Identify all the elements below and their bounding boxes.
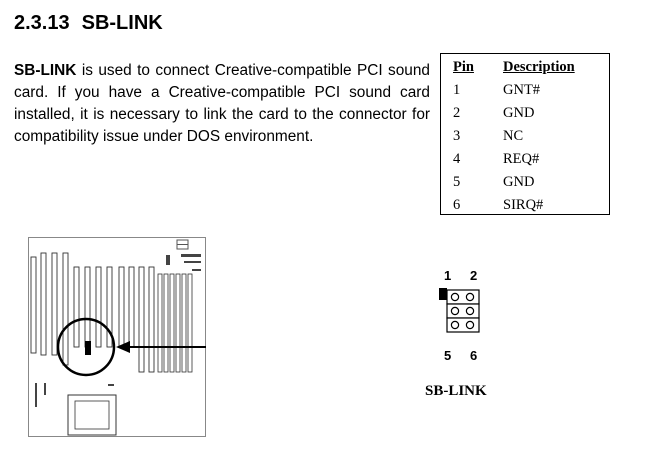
intro-text: is used to connect Creative-compatible P… — [14, 62, 430, 145]
description-cell: NC — [503, 128, 524, 144]
pin-label-6: 6 — [470, 348, 478, 363]
pin-cell: 2 — [453, 105, 461, 121]
pin-label-2: 2 — [470, 268, 478, 283]
table-row: 3 NC — [441, 128, 609, 151]
table-row: 5 GND — [441, 174, 609, 197]
pin-cell: 6 — [453, 197, 461, 213]
table-row: 4 REQ# — [441, 151, 609, 174]
sb-link-connector: 1 2 5 6 — [430, 268, 500, 368]
pin-cell: 4 — [453, 151, 461, 167]
description-cell: REQ# — [503, 151, 540, 167]
section-name: SB-LINK — [81, 12, 163, 34]
description-cell: GND — [503, 174, 535, 190]
description-header: Description — [503, 59, 575, 75]
pin-cell: 5 — [453, 174, 461, 190]
arrow-head-icon — [116, 341, 130, 353]
pin-label-5: 5 — [444, 348, 452, 363]
table-row: 1 GNT# — [441, 82, 609, 105]
jumper-header-icon — [439, 288, 480, 333]
pin-cell: 3 — [453, 128, 461, 144]
intro-paragraph: SB-LINK is used to connect Creative-comp… — [14, 60, 430, 148]
expansion-slots — [30, 252, 155, 373]
table-row: 6 SIRQ# — [441, 197, 609, 220]
motherboard-diagram — [28, 237, 206, 437]
table-row: 2 GND — [441, 105, 609, 128]
pin-header: Pin — [453, 59, 474, 75]
intro-bold-term: SB-LINK — [14, 62, 77, 79]
board-components — [35, 254, 201, 407]
memory-slots — [157, 273, 193, 373]
location-circle — [56, 317, 116, 377]
description-cell: GND — [503, 105, 535, 121]
section-title: 2.3.13 SB-LINK — [14, 12, 163, 35]
section-number: 2.3.13 — [14, 12, 70, 34]
description-cell: SIRQ# — [503, 197, 544, 213]
sb-link-header-marker — [85, 341, 91, 355]
pin-cell: 1 — [453, 82, 461, 98]
connector-caption: SB-LINK — [425, 383, 487, 399]
pin-label-1: 1 — [444, 268, 452, 283]
description-cell: GNT# — [503, 82, 541, 98]
